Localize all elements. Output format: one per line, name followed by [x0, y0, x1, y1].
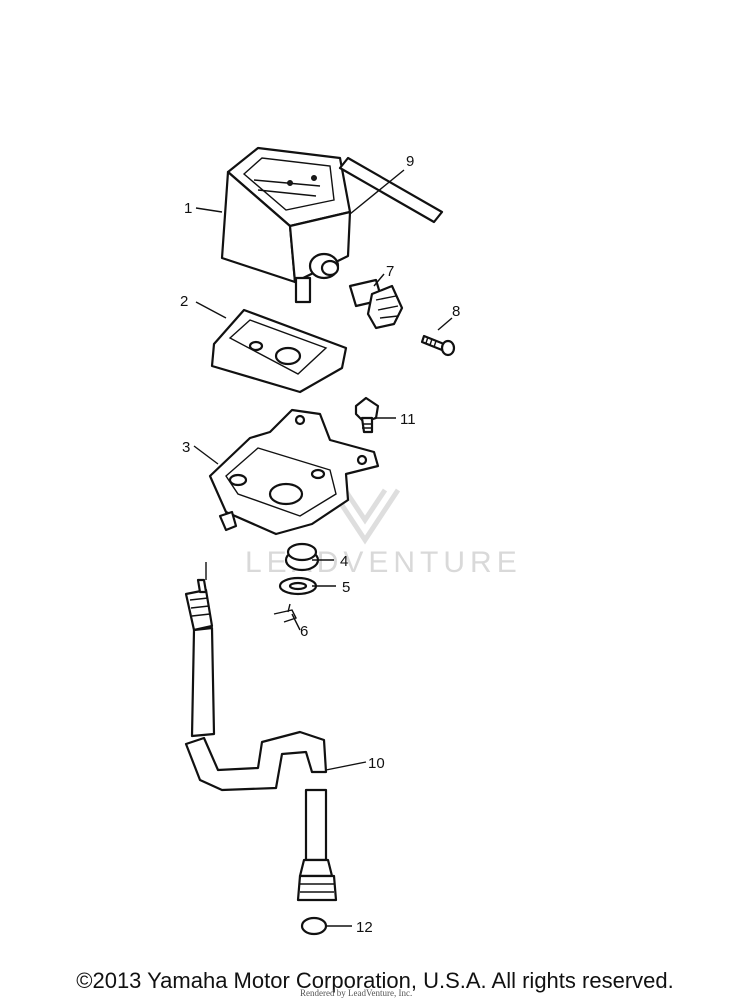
callout-5: 5: [342, 579, 350, 596]
part-bolt: [354, 396, 380, 434]
callout-12: 12: [356, 919, 373, 936]
part-bracket: [208, 408, 380, 536]
callout-9: 9: [406, 153, 414, 170]
part-cushion-tray: [210, 308, 348, 394]
callout-1: 1: [184, 200, 192, 217]
callout-labels: 1 2 3 4 5 6 7 8 9 10 11 12: [180, 153, 460, 936]
part-adhesive-strip: [338, 156, 444, 224]
callout-3: 3: [182, 439, 190, 456]
callout-11: 11: [400, 411, 416, 428]
part-o-ring: [300, 916, 328, 936]
part-clip: [273, 603, 297, 623]
leader-lines: [193, 169, 453, 927]
callout-6: 6: [300, 623, 308, 640]
part-speedometer-cable: [184, 578, 338, 902]
callout-7: 7: [386, 263, 394, 280]
part-driven-gear: [348, 278, 404, 330]
copyright-notice: ©2013 Yamaha Motor Corporation, U.S.A. A…: [76, 968, 674, 993]
part-washer: [278, 576, 318, 596]
rendered-by-note: Rendered by LeadVenture, Inc.: [300, 988, 413, 998]
callout-8: 8: [452, 303, 460, 320]
part-grommet: [284, 542, 320, 572]
callout-4: 4: [340, 553, 348, 570]
callout-2: 2: [180, 293, 188, 310]
watermark-logo: [329, 488, 401, 545]
part-screw: [420, 334, 456, 357]
part-speedometer-housing: [220, 146, 352, 304]
callout-10: 10: [368, 755, 385, 772]
